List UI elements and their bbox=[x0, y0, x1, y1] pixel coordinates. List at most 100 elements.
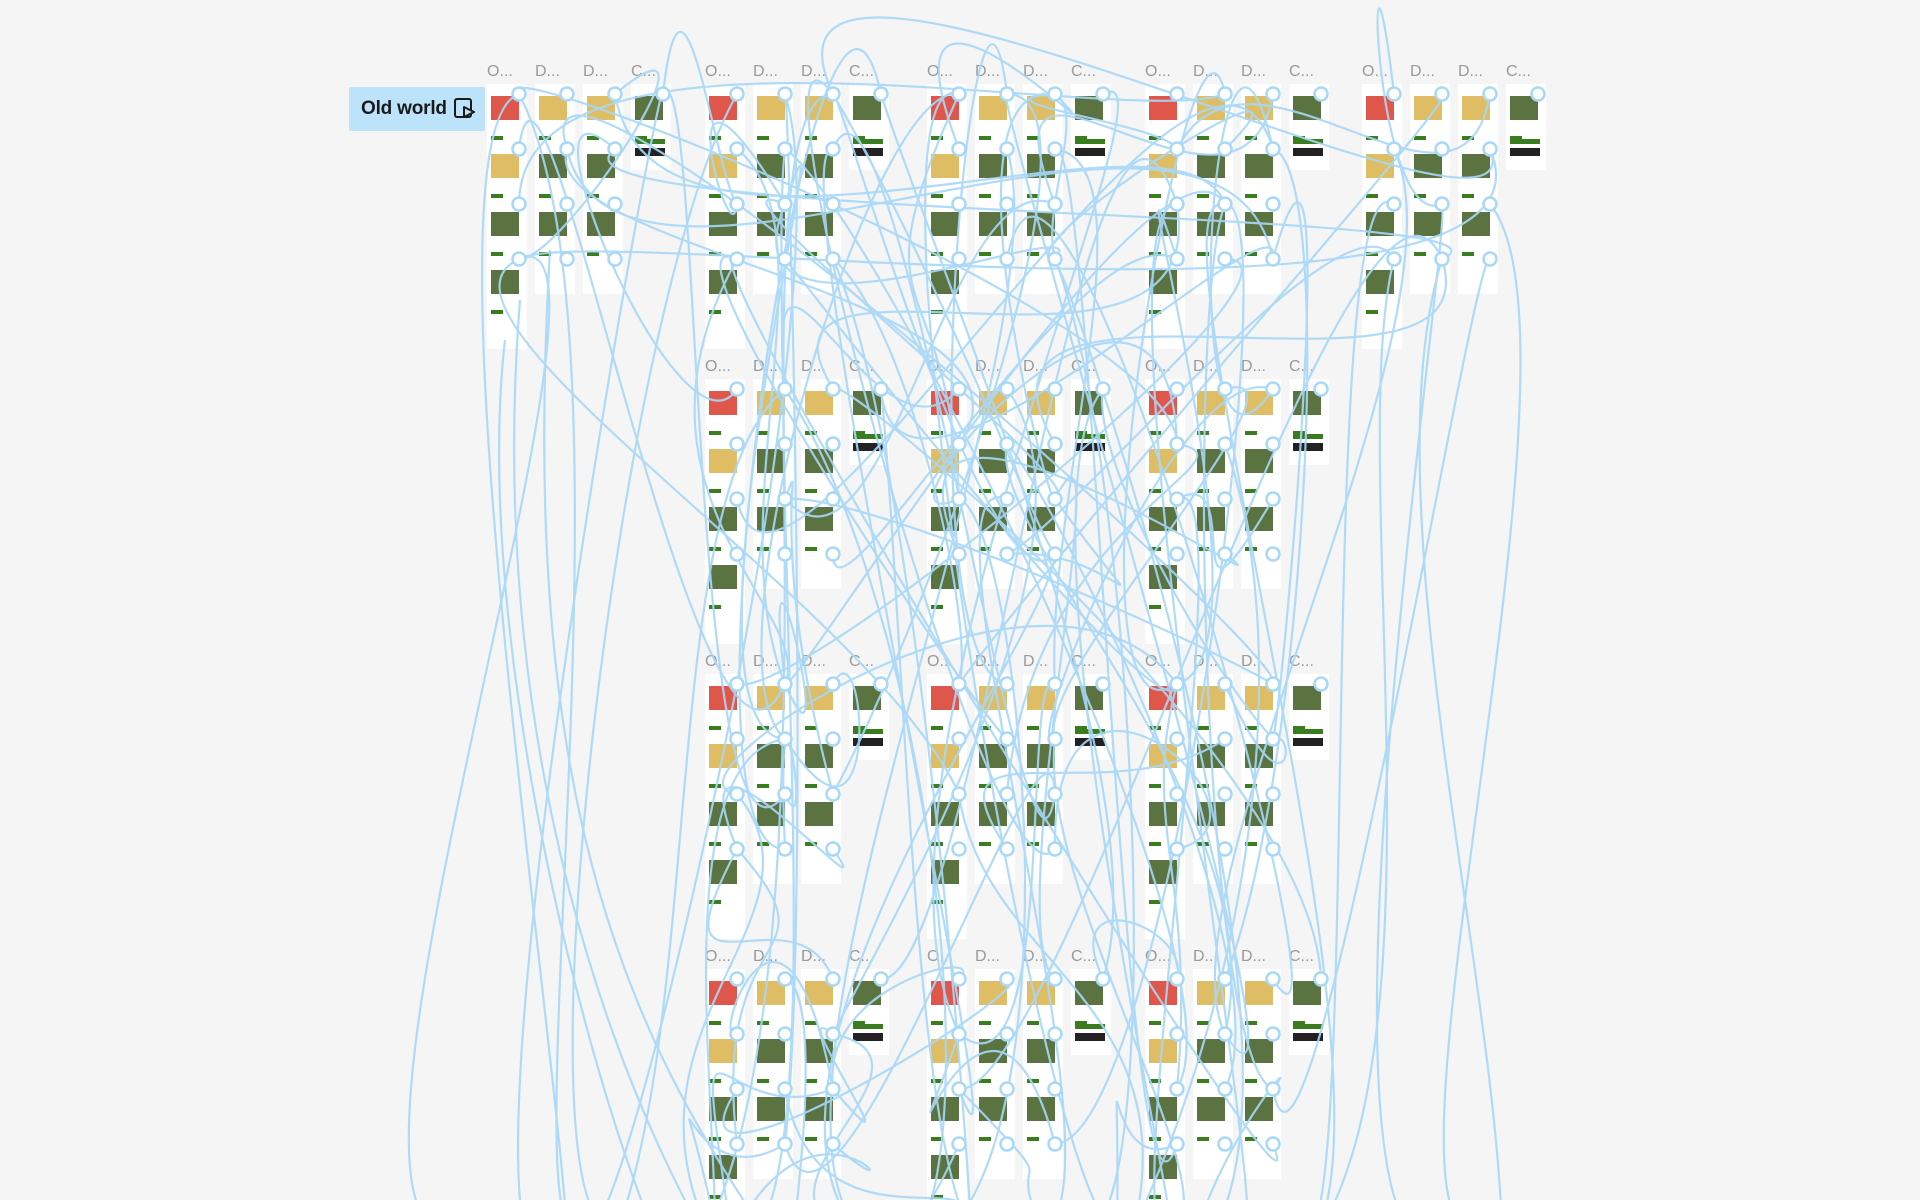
thumbnail-cta-bar bbox=[1027, 547, 1039, 551]
thumbnail-cta-bar bbox=[979, 136, 991, 140]
thumbnail-image bbox=[805, 802, 833, 826]
thumbnail-dark-bar bbox=[1293, 148, 1323, 156]
frame-name-label: D... bbox=[1023, 63, 1048, 80]
thumbnail-cta-bar bbox=[587, 252, 599, 256]
frame-name-label: D... bbox=[1023, 653, 1048, 670]
thumbnail-image bbox=[931, 744, 959, 768]
thumbnail-image bbox=[1197, 686, 1225, 710]
thumbnail-image bbox=[635, 96, 663, 120]
thumbnail-image bbox=[709, 860, 737, 884]
thumbnail-image bbox=[979, 1039, 1007, 1063]
thumbnail-cta-bar bbox=[931, 252, 943, 256]
thumbnail-cta-bar bbox=[805, 489, 817, 493]
thumbnail-cta-bar bbox=[1149, 605, 1161, 609]
thumbnail-cta-bar bbox=[1149, 489, 1161, 493]
thumbnail-image bbox=[1197, 802, 1225, 826]
thumbnail-cta-bar bbox=[709, 310, 721, 314]
thumbnail-cta-bar bbox=[1245, 489, 1257, 493]
frame-name-label: O... bbox=[705, 358, 731, 375]
thumbnail-image bbox=[979, 449, 1007, 473]
thumbnail-image bbox=[1149, 1155, 1177, 1179]
thumbnail-cta-bar bbox=[1366, 194, 1378, 198]
thumbnail-image bbox=[1366, 154, 1394, 178]
thumbnail-image bbox=[931, 981, 959, 1005]
thumbnail-cta-bar bbox=[1245, 1137, 1257, 1141]
thumbnail-cta-bar bbox=[1149, 136, 1161, 140]
thumbnail-cta-bar bbox=[1149, 1079, 1161, 1083]
frame-group: O...D...D...C... bbox=[705, 63, 889, 349]
thumbnail-image bbox=[979, 744, 1007, 768]
thumbnail-cta-bar bbox=[931, 842, 943, 846]
thumbnail-image bbox=[931, 1097, 959, 1121]
frame-name-label: D... bbox=[753, 63, 778, 80]
thumbnail-cta-bar bbox=[587, 194, 599, 198]
thumbnail-image bbox=[587, 154, 615, 178]
thumbnail-image bbox=[709, 1155, 737, 1179]
thumbnail-image bbox=[805, 507, 833, 531]
thumbnail-image bbox=[1293, 96, 1321, 120]
thumbnail-cta-bar bbox=[931, 1137, 943, 1141]
thumbnail-image bbox=[1027, 1039, 1055, 1063]
frame-name-label: O... bbox=[487, 63, 513, 80]
thumbnail-image bbox=[1149, 744, 1177, 768]
thumbnail-cta-bar bbox=[709, 1079, 721, 1083]
frame-name-label: O... bbox=[705, 948, 731, 965]
flow-starting-point-badge[interactable]: Old world bbox=[349, 87, 485, 131]
thumbnail-image bbox=[1149, 802, 1177, 826]
thumbnail-image bbox=[1027, 391, 1055, 415]
frame-name-label: D... bbox=[801, 63, 826, 80]
thumbnail-cta-bar bbox=[1149, 1137, 1161, 1141]
thumbnail-image bbox=[931, 686, 959, 710]
thumbnail-cta-bar bbox=[1245, 547, 1257, 551]
frame-group: O...D...D...C... bbox=[705, 653, 889, 939]
thumbnail-cta-bar bbox=[1245, 252, 1257, 256]
thumbnail-image bbox=[491, 212, 519, 236]
thumbnail-image bbox=[1245, 1097, 1273, 1121]
frame-name-label: O... bbox=[927, 653, 953, 670]
thumbnail-cta-bar bbox=[1245, 194, 1257, 198]
play-prototype-icon[interactable] bbox=[453, 97, 477, 121]
frame-name-label: D... bbox=[1023, 358, 1048, 375]
thumbnail-cta-bar bbox=[979, 489, 991, 493]
thumbnail-image bbox=[1462, 154, 1490, 178]
thumbnail-image bbox=[1027, 212, 1055, 236]
frame-name-label: D... bbox=[1241, 653, 1266, 670]
thumbnail-image bbox=[757, 981, 785, 1005]
thumbnail-dark-bar bbox=[1075, 443, 1105, 451]
thumbnail-cta-bar bbox=[805, 136, 817, 140]
thumbnail-cta-bar bbox=[1414, 136, 1426, 140]
frame-group: O...D...D...C... bbox=[927, 948, 1111, 1200]
thumbnail-cta-bar bbox=[931, 1021, 943, 1025]
thumbnail-cta-bar bbox=[757, 547, 769, 551]
thumbnail-cta-bar bbox=[757, 489, 769, 493]
thumbnail-cta-bar bbox=[1197, 431, 1209, 435]
frame-name-label: D... bbox=[1193, 358, 1218, 375]
thumbnail-image bbox=[491, 270, 519, 294]
thumbnail-image bbox=[805, 686, 833, 710]
thumbnail-image bbox=[931, 154, 959, 178]
thumbnail-image bbox=[757, 391, 785, 415]
frame-name-label: D... bbox=[975, 948, 1000, 965]
thumbnail-cta-bar bbox=[1462, 136, 1474, 140]
thumbnail-image bbox=[979, 802, 1007, 826]
thumbnail-image bbox=[1149, 686, 1177, 710]
thumbnail-cta-bar bbox=[853, 434, 883, 439]
thumbnail-cta-bar bbox=[635, 139, 665, 144]
thumbnail-cta-bar bbox=[1366, 310, 1378, 314]
thumbnail-image bbox=[757, 686, 785, 710]
thumbnail-cta-bar bbox=[1027, 489, 1039, 493]
thumbnail-image bbox=[1149, 154, 1177, 178]
frame-name-label: D... bbox=[1241, 948, 1266, 965]
frame-name-label: C... bbox=[849, 948, 874, 965]
thumbnail-cta-bar bbox=[931, 605, 943, 609]
frame-group: O...D...D...C... bbox=[1145, 653, 1329, 939]
thumbnail-image bbox=[1149, 1039, 1177, 1063]
thumbnail-cta-bar bbox=[931, 547, 943, 551]
thumbnail-image bbox=[491, 154, 519, 178]
thumbnail-image bbox=[1075, 981, 1103, 1005]
frame-name-label: C... bbox=[1071, 948, 1096, 965]
thumbnail-image bbox=[805, 981, 833, 1005]
frame-name-label: D... bbox=[1241, 63, 1266, 80]
thumbnail-cta-bar bbox=[491, 194, 503, 198]
